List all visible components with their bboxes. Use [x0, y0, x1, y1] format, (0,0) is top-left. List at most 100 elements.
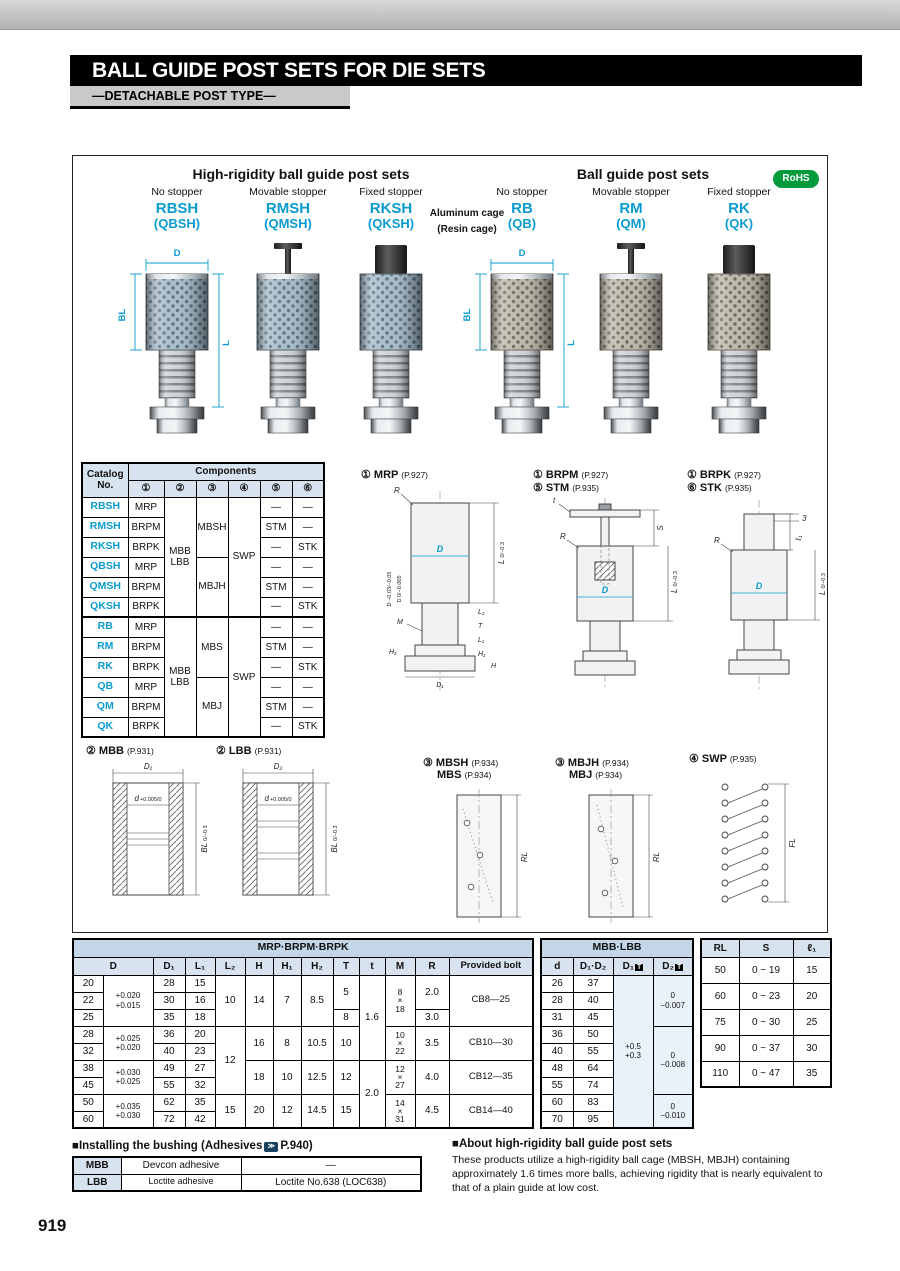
cell-l1: 35 [792, 1060, 832, 1088]
cell-product: — [240, 1156, 422, 1175]
diagram-title: ② LBB [216, 745, 252, 757]
cell: STM [259, 516, 293, 538]
product-column-rksh: Fixed stopper RKSH (QKSH) [336, 186, 446, 441]
bushing-adhesive-table: MBB Devcon adhesive — LBB Loctite adhesi… [72, 1156, 422, 1192]
guide-post-illustration [599, 242, 663, 433]
cell-bolt: CB14—40 [448, 1093, 534, 1129]
product-code: RK [728, 200, 750, 217]
cell-d1d2: 95 [572, 1110, 614, 1129]
table-row: 60 0 ~ 23 20 [700, 982, 832, 1010]
cell-rl: 90 [700, 1034, 740, 1062]
table-row: RBSH MRP MBB LBB MBSH SWP — — [81, 496, 325, 618]
catalog-no: RM [81, 636, 129, 658]
catalog-no: QBSH [81, 556, 129, 578]
cell-d: 70 [540, 1110, 574, 1129]
cell-d: 32 [72, 1042, 104, 1061]
diagram-title: ① BRPK [687, 469, 732, 481]
stopper-type-label: Movable stopper [249, 186, 327, 198]
cell-rl: 110 [700, 1060, 740, 1088]
cell-s: 0 ~ 23 [738, 982, 794, 1010]
cell: — [291, 616, 325, 638]
bushing-note-heading: ■Installing the bushing (Adhesives≫P.940… [72, 1140, 313, 1152]
table-row: 32 40 23 [72, 1042, 533, 1061]
dim-label-h2: H₂ [389, 649, 397, 656]
dim-label-d-main: d [134, 794, 139, 803]
col-header-d: D [72, 956, 154, 976]
cell-rl: 75 [700, 1008, 740, 1036]
dim-label-l: L [566, 339, 577, 345]
cell-bolt: CB12—35 [448, 1059, 534, 1095]
cell-t-cap: 15 [332, 1093, 360, 1129]
product-photo-rb: D BL L [462, 248, 577, 433]
table-title-row: MRP·BRPM·BRPK [72, 938, 534, 958]
stopper-type-label: No stopper [151, 186, 203, 198]
catalog-no: RBSH [81, 496, 129, 518]
cell-d1: 30 [152, 991, 186, 1010]
product-code-alt: (QMSH) [264, 216, 312, 232]
cell-t: 2.0 [358, 1059, 386, 1129]
cell-h: 18 [244, 1059, 274, 1095]
dimension-lines [130, 258, 224, 407]
dim-label-bl: BL0/−0.3 [330, 825, 339, 852]
product-code: RKSH [369, 200, 413, 217]
cell-d: 55 [540, 1076, 574, 1095]
catalog-no: QM [81, 696, 129, 718]
lbb-drawing: D₂ d+0.005/0 BL0/−0.3 [242, 762, 339, 896]
cell-d-tol: +0.035 +0.030 [102, 1093, 154, 1129]
cell-d-tol: +0.030 +0.025 [102, 1059, 154, 1095]
tolerance-box-icon: T [674, 963, 684, 971]
table-row: 75 0 ~ 30 25 [700, 1008, 832, 1036]
dim-label-bl: BL [117, 308, 128, 321]
cell-cage: MBJ [195, 676, 229, 738]
dim-label-h: H [491, 663, 497, 670]
cell: STK [291, 656, 325, 678]
cell: BRPK [127, 656, 165, 678]
diagram-title: ⑤ STM [533, 482, 570, 494]
product-photo-rmsh [256, 242, 320, 433]
dim-label-d: D [756, 581, 763, 591]
col-header-bolt: Provided bolt [448, 956, 534, 976]
cell-d1d2: 64 [572, 1059, 614, 1078]
product-column-rmsh: Movable stopper RMSH (QMSH) [233, 186, 343, 441]
cell: STK [291, 536, 325, 558]
page-reference: (P.931) [254, 746, 282, 756]
cell-code: LBB [72, 1173, 122, 1192]
cell-bolt: CB10—30 [448, 1025, 534, 1061]
dim-label-l1: ℓ₁ [794, 535, 803, 542]
cage-note: Aluminum cage (Resin cage) [421, 206, 513, 238]
page-reference: (P.927) [401, 470, 429, 480]
table-header-row: RL S ℓ₁ [700, 938, 832, 958]
diagram-title: ① MRP [361, 469, 399, 481]
dim-label-l-main: L [497, 560, 506, 564]
cell-bolt: CB8—25 [448, 974, 534, 1027]
cell-m: 14 × 31 [384, 1093, 416, 1129]
dim-label-l: L0/−0.3 [670, 571, 679, 593]
dim-label-r: R [394, 486, 400, 495]
cell: BRPK [127, 536, 165, 558]
product-code-alt: (QM) [616, 216, 646, 232]
cell: BRPM [127, 696, 165, 718]
cell-d: 28 [540, 991, 574, 1010]
top-band [0, 0, 900, 30]
page-reference: (P.934) [602, 758, 629, 768]
cell-d1d2: 74 [572, 1076, 614, 1095]
page-ref-icon: ≫ [264, 1142, 279, 1152]
col-header-6: ⑥ [291, 479, 325, 498]
cell-d1d2: 83 [572, 1093, 614, 1112]
dim-label-d: D [519, 248, 526, 259]
cell-d: 25 [72, 1008, 104, 1027]
diagram-title: ② MBB [86, 745, 124, 757]
brpm-drawing: t S R D L0/−0.3 [553, 496, 679, 689]
dim-label-d-tol2: D 0/−0.005 [397, 575, 403, 602]
cell-h: 16 [244, 1025, 274, 1061]
about-note: ■About high-rigidity ball guide post set… [452, 1138, 837, 1196]
cell-l1: 27 [184, 1059, 216, 1078]
product-column-rb: No stopper RB (QB) [462, 186, 577, 441]
dim-label-d: D [602, 585, 609, 595]
cell: MRP [127, 616, 165, 638]
cell: — [259, 656, 293, 678]
dim-label-d-tol1: D −0.03/−0.05 [387, 572, 393, 607]
table-row: 55 74 [540, 1076, 693, 1095]
catalog-no: RK [81, 656, 129, 678]
